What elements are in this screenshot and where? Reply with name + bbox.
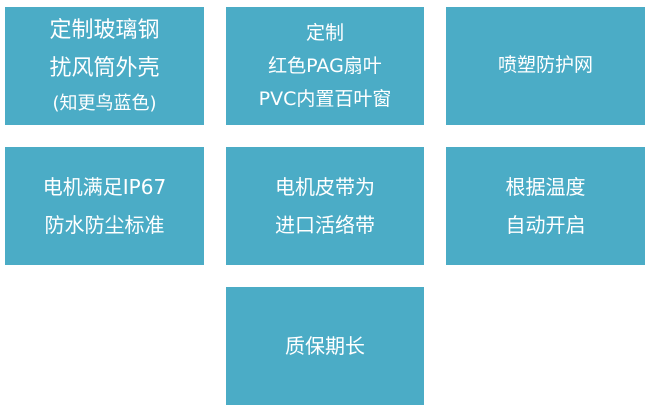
tile-text-line: 进口活络带 [275, 213, 375, 237]
tile-text-line: 定制 [305, 21, 344, 44]
feature-tile-fiberglass-shroud: 定制玻璃钢 扰风筒外壳 (知更鸟蓝色) [5, 7, 204, 125]
feature-tile-motor-belt: 电机皮带为 进口活络带 [226, 147, 424, 265]
feature-tile-auto-start: 根据温度 自动开启 [446, 147, 645, 265]
feature-tile-motor-ip67: 电机满足IP67 防水防尘标准 [5, 147, 204, 265]
tile-text-line: 喷塑防护网 [497, 54, 593, 77]
feature-tile-protective-mesh: 喷塑防护网 [446, 7, 645, 125]
tile-text-line: 质保期长 [285, 333, 365, 358]
tile-text-line: PVC内置百叶窗 [258, 87, 392, 110]
tile-text-line: 红色PAG扇叶 [268, 54, 382, 77]
tile-text-line: 防水防尘标准 [44, 213, 165, 237]
tile-text-line: 电机满足IP67 [42, 175, 167, 199]
tile-text-line: (知更鸟蓝色) [52, 93, 157, 114]
tile-text-line: 电机皮带为 [275, 175, 375, 199]
tile-text-line: 根据温度 [505, 175, 586, 199]
feature-tile-fan-blades-louvers: 定制 红色PAG扇叶 PVC内置百叶窗 [226, 7, 424, 125]
feature-tile-warranty: 质保期长 [226, 287, 424, 405]
tile-text-line: 定制玻璃钢 [49, 18, 160, 43]
tile-text-line: 扰风筒外壳 [49, 56, 160, 81]
tile-text-line: 自动开启 [505, 213, 586, 237]
